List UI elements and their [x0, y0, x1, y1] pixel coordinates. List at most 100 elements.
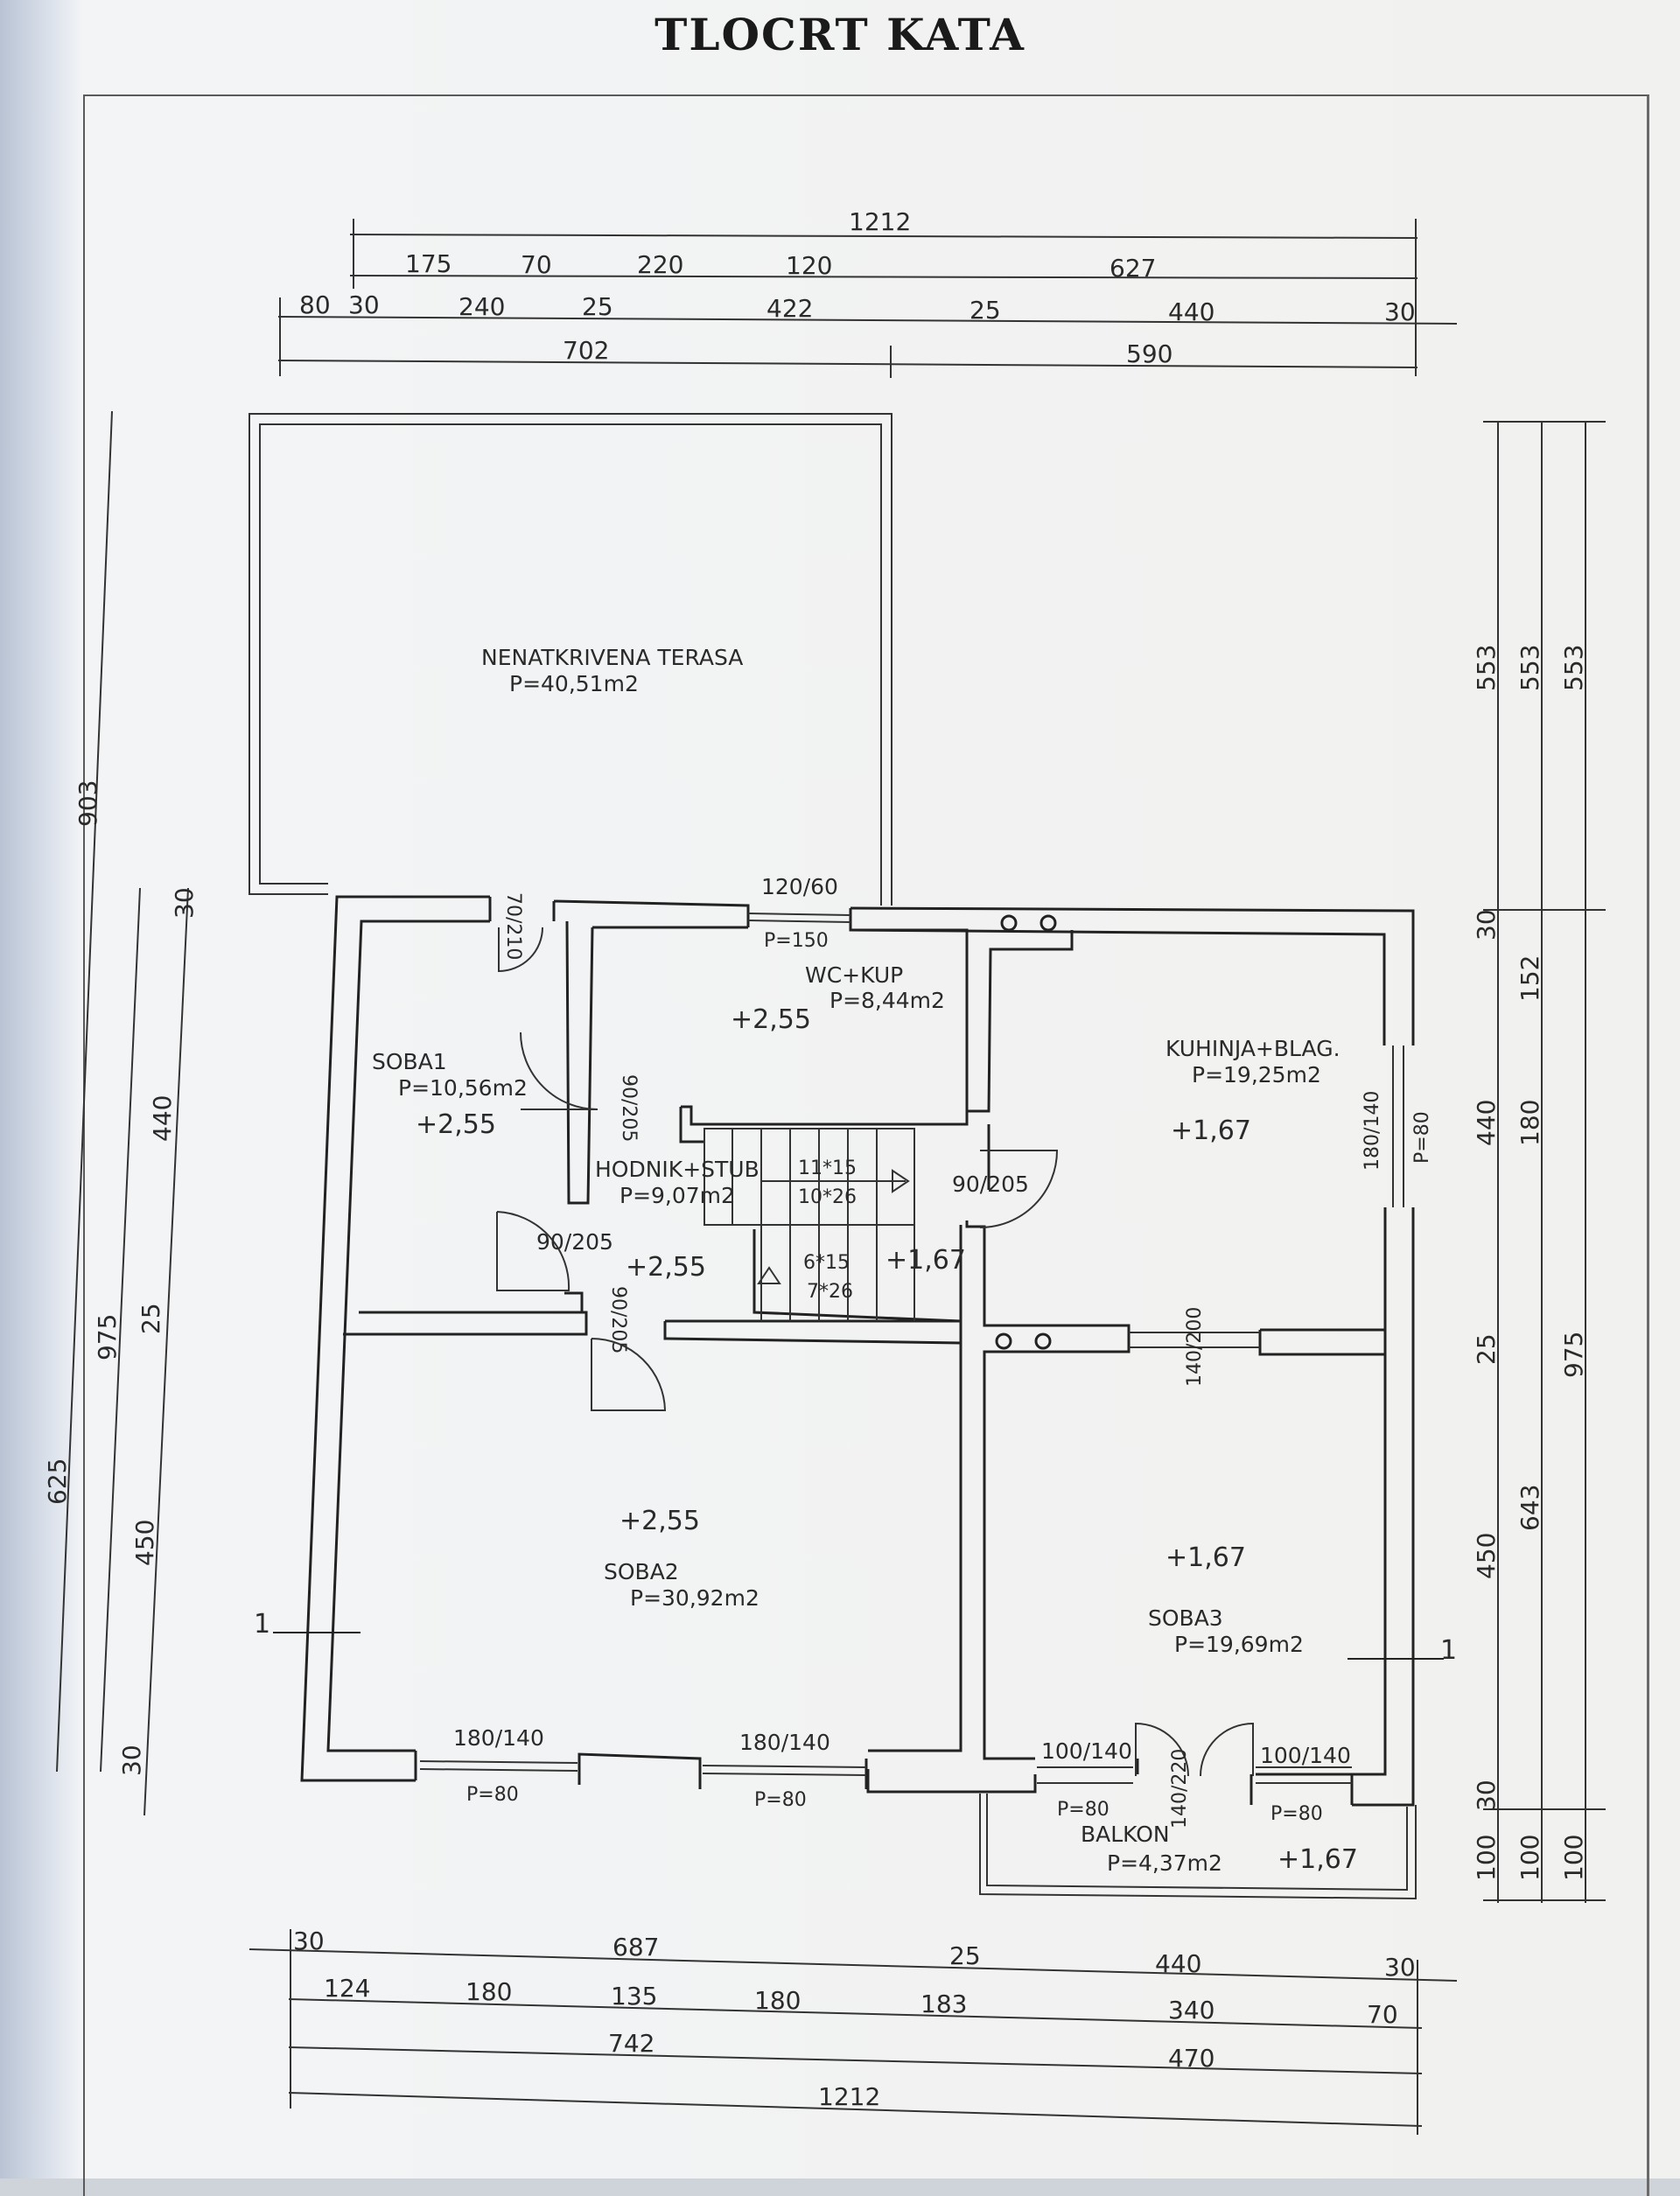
- dim-top-r3-3: 25: [582, 292, 613, 321]
- door-soba1b: 90/205: [536, 1229, 613, 1255]
- dim-bottom-r2-0: 124: [324, 1974, 370, 2003]
- dim-right-c2-3: 643: [1516, 1485, 1544, 1531]
- dim-top-r2-1: 70: [521, 250, 552, 279]
- dim-right-texts: 553 30 440 25 450 30 100 553 152 180 643…: [1472, 645, 1588, 1881]
- dim-bottom-r4-0: 1212: [818, 2082, 880, 2111]
- room-soba3-area: P=19,69m2: [1174, 1632, 1304, 1657]
- chimney-circles: [995, 914, 1057, 1350]
- dim-bottom-r2-4: 183: [920, 1990, 967, 2018]
- room-hodnik-area: P=9,07m2: [620, 1183, 735, 1208]
- room-soba2-name: SOBA2: [604, 1559, 679, 1584]
- windows: [419, 913, 1404, 1784]
- staircase: [704, 1128, 915, 1321]
- room-balkon-area: P=4,37m2: [1107, 1850, 1222, 1876]
- dimension-lines-right: [1483, 421, 1606, 1903]
- dim-right-c3-2: 100: [1559, 1835, 1588, 1881]
- door-kuhinja: 90/205: [952, 1171, 1029, 1197]
- room-soba1-level: +2,55: [416, 1109, 496, 1140]
- dim-bottom-r1-1: 687: [612, 1933, 659, 1962]
- dim-bottom-r2-6: 70: [1367, 2000, 1398, 2029]
- window-soba2b-p: P=80: [754, 1789, 807, 1811]
- dim-bottom-r1-2: 25: [949, 1941, 981, 1970]
- interior-walls: [343, 920, 1387, 1789]
- dim-top-r2-2: 220: [637, 250, 683, 279]
- room-terasa-name: NENATKRIVENA TERASA: [481, 645, 743, 670]
- dim-left-c2-0: 903: [74, 780, 102, 827]
- dim-top-r3-0: 80: [299, 290, 331, 319]
- dim-bottom-r2-2: 135: [611, 1982, 657, 2011]
- dim-right-c1-4: 450: [1472, 1533, 1501, 1579]
- room-hodnik-level2: +1,67: [886, 1245, 966, 1276]
- window-soba2b: 180/140: [739, 1730, 830, 1755]
- dimension-lines-bottom: [248, 1929, 1458, 2135]
- stair-label-3: 6*15: [803, 1252, 850, 1274]
- dimension-lines-top: [277, 219, 1458, 378]
- room-soba2-level: +2,55: [620, 1506, 700, 1536]
- room-kuhinja-name: KUHINJA+BLAG.: [1166, 1036, 1340, 1061]
- dim-left-texts: 625 903 975 440 450 30 25 30: [43, 780, 199, 1776]
- opening-o1: 120/60: [761, 874, 838, 899]
- dim-left-c4-1: 25: [136, 1303, 165, 1334]
- dim-bottom-r1-4: 30: [1384, 1953, 1416, 1982]
- window-soba2a: 180/140: [453, 1725, 544, 1751]
- dim-right-c1-3: 25: [1472, 1333, 1501, 1365]
- dim-bottom-r3-0: 742: [608, 2029, 654, 2058]
- window-soba3a-p: P=80: [1057, 1799, 1110, 1821]
- dim-right-c3-1: 975: [1559, 1332, 1588, 1378]
- dimension-lines-left: [56, 410, 189, 1816]
- dim-bottom-r2-5: 340: [1168, 1996, 1214, 2025]
- room-soba3-name: SOBA3: [1148, 1605, 1223, 1631]
- outer-walls: [300, 895, 1415, 1807]
- dim-top-r4-1: 590: [1126, 339, 1172, 368]
- room-terasa-area: P=40,51m2: [509, 671, 639, 696]
- dim-top-r2-3: 120: [786, 251, 832, 280]
- opening-o1-p: P=150: [764, 930, 829, 952]
- room-balkon-level: +1,67: [1278, 1844, 1358, 1875]
- room-wc-level: +2,55: [731, 1004, 811, 1035]
- room-hodnik-name: HODNIK+STUB: [595, 1157, 760, 1182]
- window-kuhinja-p: P=80: [1411, 1111, 1433, 1164]
- dim-top-r3-7: 30: [1384, 297, 1416, 326]
- dim-right-c1-0: 553: [1472, 645, 1501, 691]
- dim-right-c1-1: 30: [1472, 909, 1501, 941]
- window-kuhinja: 180/140: [1362, 1091, 1383, 1171]
- dim-bottom-r2-3: 180: [754, 1986, 801, 2015]
- dim-top-r2-4: 627: [1110, 254, 1156, 283]
- dim-left-c3-0: 440: [148, 1095, 177, 1142]
- section-marker-left: 1: [254, 1609, 270, 1640]
- window-soba2a-p: P=80: [466, 1784, 519, 1806]
- room-kuhinja-level: +1,67: [1171, 1115, 1251, 1146]
- dim-right-c2-2: 180: [1516, 1100, 1544, 1146]
- terrace-outline: [248, 413, 892, 906]
- dim-left-c3-1: 450: [130, 1520, 159, 1566]
- stair-label-1: 11*15: [798, 1157, 857, 1179]
- door-soba2: 90/205: [607, 1286, 629, 1353]
- dim-bottom-r2-1: 180: [466, 1977, 512, 2006]
- stair-label-4: 7*26: [807, 1281, 853, 1303]
- room-hodnik-level: +2,55: [626, 1252, 706, 1283]
- dim-right-c2-4: 100: [1516, 1835, 1544, 1881]
- section-marker: [273, 1632, 1444, 1660]
- dim-top-r1-0: 1212: [849, 207, 911, 236]
- door-soba1: 70/210: [502, 892, 524, 960]
- dim-top-r2-0: 175: [405, 249, 452, 278]
- window-soba3b-p: P=80: [1270, 1803, 1323, 1825]
- sheet-border: [83, 94, 1649, 2196]
- dim-bottom-r3-1: 470: [1168, 2044, 1214, 2073]
- dim-top-r3-2: 240: [458, 292, 505, 321]
- room-balkon-name: BALKON: [1081, 1822, 1170, 1847]
- door-balkon: 140/220: [1169, 1749, 1191, 1829]
- room-wc-name: WC+KUP: [805, 962, 903, 988]
- room-wc-area: P=8,44m2: [830, 988, 945, 1013]
- dim-bottom-r1-0: 30: [293, 1927, 325, 1955]
- dim-left-c2-1: 975: [93, 1314, 122, 1360]
- dim-right-c2-0: 553: [1516, 645, 1544, 691]
- room-soba2-area: P=30,92m2: [630, 1585, 760, 1611]
- balcony-outline: [979, 1794, 1417, 1900]
- dim-right-c1-2: 440: [1472, 1100, 1501, 1146]
- room-soba1-area: P=10,56m2: [398, 1075, 528, 1101]
- window-soba3a: 100/140: [1041, 1738, 1132, 1764]
- room-kuhinja-area: P=19,25m2: [1192, 1062, 1321, 1088]
- dim-left-c4-0: 30: [170, 887, 199, 919]
